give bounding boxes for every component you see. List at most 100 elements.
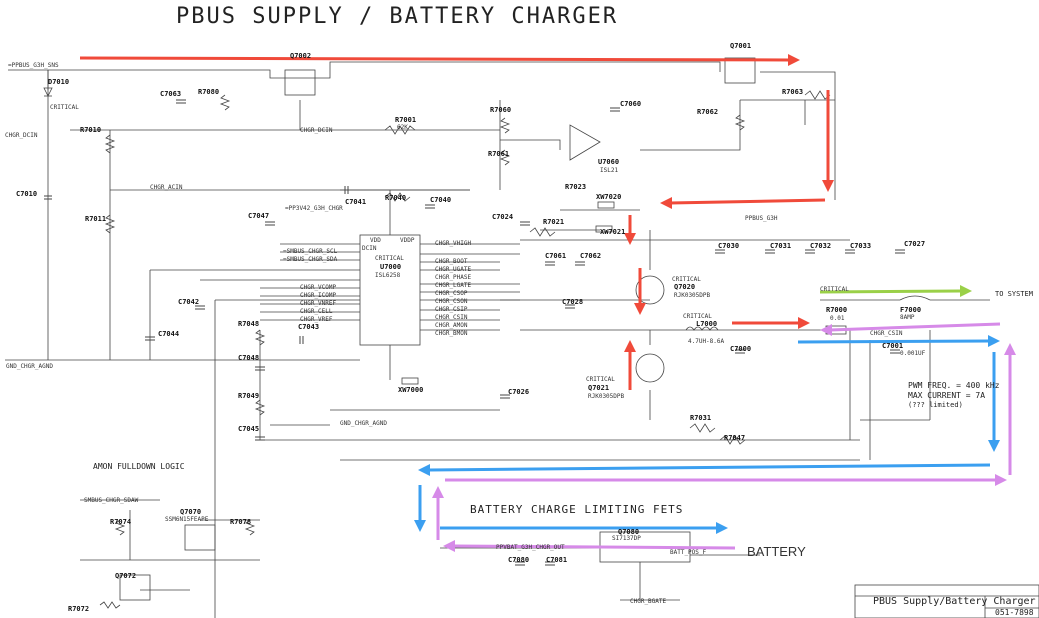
net-chgr-ugate: CHGR_UGATE xyxy=(435,266,472,273)
net-chgr-vnref: CHGR_VNREF xyxy=(300,300,337,307)
titleblock-title: PBUS Supply/Battery Charger xyxy=(873,596,1036,607)
ref-r7049: R7049 xyxy=(238,392,260,400)
ref-c7031: C7031 xyxy=(770,242,792,250)
label-to-system: TO SYSTEM xyxy=(995,290,1033,298)
net-chgr-bmon: CHGR_BMON xyxy=(435,330,468,337)
part-q7070: SSM6N15FEAPE xyxy=(165,516,209,523)
ref-c7027: C7027 xyxy=(904,240,926,248)
ref-c7081: C7081 xyxy=(546,556,568,564)
ref-c7010: C7010 xyxy=(16,190,38,198)
wiring xyxy=(5,61,1039,618)
label-critical-fuse: CRITICAL xyxy=(820,286,849,293)
ref-r7060: R7060 xyxy=(490,106,512,114)
ref-c7080: C7080 xyxy=(508,556,530,564)
net-chgr-boot: CHGR_BOOT xyxy=(435,258,468,265)
ref-u7000: U7000 xyxy=(380,263,402,271)
net-chgr-cson: CHGR_CSON xyxy=(435,298,468,305)
ref-c7041: C7041 xyxy=(345,198,367,206)
ref-r7011: R7011 xyxy=(85,215,107,223)
label-critical-l7000: CRITICAL xyxy=(683,313,712,320)
net-ppvbat: PPVBAT_G3H_CHGR_OUT xyxy=(496,544,565,551)
ref-r7078: R7078 xyxy=(230,518,252,526)
ref-xw7020: XW7020 xyxy=(596,193,622,201)
ref-l7000: L7000 xyxy=(696,320,718,328)
ref-c7030: C7030 xyxy=(718,242,740,250)
ref-xw7000: XW7000 xyxy=(398,386,424,394)
ref-r7010: R7010 xyxy=(80,126,102,134)
net-chgr-vcomp: CHGR_VCOMP xyxy=(300,284,337,291)
net-smbus-sda: =SMBUS_CHGR_SDA xyxy=(283,256,338,263)
ref-c7028: C7028 xyxy=(562,298,584,306)
ref-d7010: D7010 xyxy=(48,78,70,86)
net-smbus-scl: =SMBUS_CHGR_SCL xyxy=(283,248,338,255)
ref-q7002: Q7002 xyxy=(290,52,312,60)
ref-r7080: R7080 xyxy=(198,88,220,96)
part-u7000: ISL6258 xyxy=(375,272,401,279)
net-chgr-vref: CHGR_VREF xyxy=(300,316,333,323)
value-r7000: 0.01 xyxy=(830,315,845,322)
green-arrow xyxy=(819,285,972,297)
net-pbus-in: =PPBUS_G3H_SNS xyxy=(8,62,59,69)
part-q7020: RJK0305DPB xyxy=(674,292,711,299)
value-c7001: 0.001UF xyxy=(900,350,926,357)
net-chgr-phase: CHGR_PHASE xyxy=(435,274,472,281)
ref-c7000: C7000 xyxy=(730,345,752,353)
net-chgr-amon: CHGR_AMON xyxy=(435,322,468,329)
heading-amon-logic: AMON FULLDOWN LOGIC xyxy=(93,462,185,471)
value-r7001: 62K xyxy=(397,124,408,131)
ref-c7061: C7061 xyxy=(545,252,567,260)
titleblock-number: 051-7898 xyxy=(995,608,1034,617)
ref-r7001: R7001 xyxy=(395,116,417,124)
label-critical-d7010: CRITICAL xyxy=(50,104,79,111)
net-chgr-csin-right: CHGR_CSIN xyxy=(870,330,903,337)
ref-r7040: R7040 xyxy=(385,194,407,202)
ref-r7063: R7063 xyxy=(782,88,804,96)
label-critical-q7021: CRITICAL xyxy=(586,376,615,383)
net-chgr-lgate: CHGR_LGATE xyxy=(435,282,472,289)
ref-c7024: C7024 xyxy=(492,213,514,221)
part-q7021: RJK0305DPB xyxy=(588,393,625,400)
ref-c7062: C7062 xyxy=(580,252,602,260)
ref-r7047: R7047 xyxy=(724,434,746,442)
ref-f7000: F7000 xyxy=(900,306,922,314)
ref-u7060: U7060 xyxy=(598,158,620,166)
ref-q7001: Q7001 xyxy=(730,42,752,50)
net-chgr-agate: CHGR_VHIGH xyxy=(435,240,472,247)
ref-q7020: Q7020 xyxy=(674,283,696,291)
page-title: PBUS SUPPLY / BATTERY CHARGER xyxy=(176,4,619,29)
ref-c7001: C7001 xyxy=(882,342,904,350)
ref-q7070: Q7070 xyxy=(180,508,202,516)
net-pp3v42: =PP3V42_G3H_CHGR xyxy=(285,205,343,212)
net-chgr-acin: CHGR_ACIN xyxy=(150,184,183,191)
net-chgr-icomp: CHGR_ICOMP xyxy=(300,292,337,299)
ref-c7045: C7045 xyxy=(238,425,260,433)
red-arrows xyxy=(79,54,834,390)
net-batt-pos: BATT_POS_F xyxy=(670,549,707,556)
label-charge-limiting-fets: BATTERY CHARGE LIMITING FETS xyxy=(470,503,684,516)
value-l7000: 4.7UH-8.6A xyxy=(688,338,725,345)
net-smbus-chgr-sdaw: SMBUS_CHGR_SDAW xyxy=(84,497,139,504)
capacitors xyxy=(44,99,905,566)
ref-c7033: C7033 xyxy=(850,242,872,250)
blue-arrows xyxy=(414,335,1000,534)
ref-xw7021: XW7021 xyxy=(600,228,626,236)
ref-c7060: C7060 xyxy=(620,100,642,108)
ref-r7062: R7062 xyxy=(697,108,719,116)
net-chgr-csin: CHGR_CSIN xyxy=(435,314,468,321)
part-q7080: SI7137DP xyxy=(612,535,641,542)
ref-q7080: Q7080 xyxy=(618,528,640,536)
ref-r7023: R7023 xyxy=(565,183,587,191)
label-limited: (??? limited) xyxy=(908,401,963,409)
pin-vddp: VDDP xyxy=(400,237,415,244)
net-chgr-sgate: CHGR_DCIN xyxy=(300,127,333,134)
label-max-current: MAX CURRENT = 7A xyxy=(908,391,986,400)
net-chgr-bgate: CHGR_BGATE xyxy=(630,598,667,605)
ref-c7047: C7047 xyxy=(248,212,270,220)
ref-q7021: Q7021 xyxy=(588,384,610,392)
ref-c7040: C7040 xyxy=(430,196,452,204)
net-chgr-csip: CHGR_CSIP xyxy=(435,306,468,313)
net-chgr-dcin: CHGR_DCIN xyxy=(5,132,38,139)
ref-c7043: C7043 xyxy=(298,323,320,331)
ref-r7048: R7048 xyxy=(238,320,260,328)
ref-c7063: C7063 xyxy=(160,90,182,98)
